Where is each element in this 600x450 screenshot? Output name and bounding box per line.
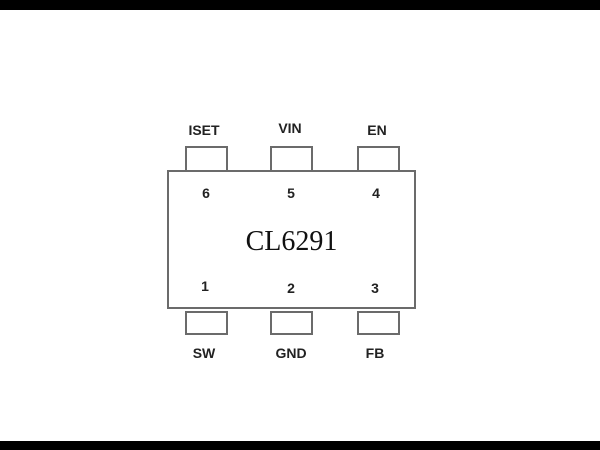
pin-number-2: 2: [287, 280, 295, 296]
pin-lead-5: [270, 146, 313, 170]
pin-lead-4: [357, 146, 400, 170]
pin-number-4: 4: [372, 185, 380, 201]
pin-number-1: 1: [201, 278, 209, 294]
pin-number-5: 5: [287, 185, 295, 201]
pin-number-6: 6: [202, 185, 210, 201]
top-frame-bar: [0, 0, 600, 10]
pin-name-vin: VIN: [278, 120, 302, 136]
pin-name-fb: FB: [365, 345, 385, 361]
pin-lead-1: [185, 311, 228, 335]
pin-lead-6: [185, 146, 228, 170]
pin-lead-3: [357, 311, 400, 335]
pin-name-sw: SW: [192, 345, 216, 361]
pin-name-iset: ISET: [188, 122, 220, 138]
pin-lead-2: [270, 311, 313, 335]
pin-name-gnd: GND: [275, 345, 307, 361]
pin-number-3: 3: [371, 280, 379, 296]
part-number-label: CL6291: [245, 226, 338, 257]
pin-name-en: EN: [367, 122, 387, 138]
bottom-frame-bar: [0, 441, 600, 450]
chip-body: CL6291: [167, 170, 416, 309]
